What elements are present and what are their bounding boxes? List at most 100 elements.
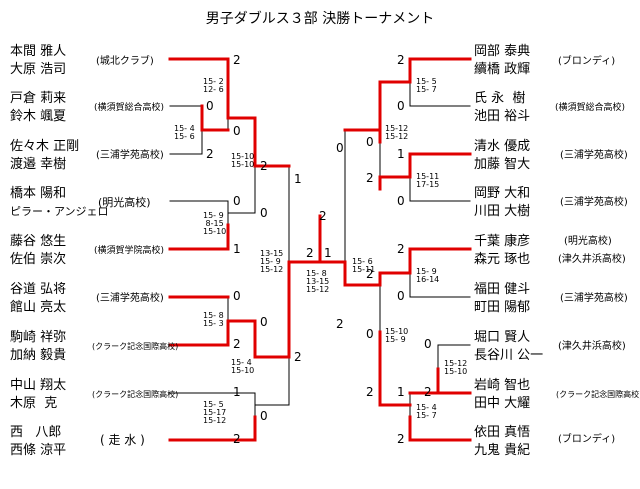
set-scores: 15- 4 15-10	[231, 358, 255, 375]
left-team-6-player-1: 谷道 弘将	[10, 282, 67, 297]
right-team-9-school: (ブロンディ)	[558, 434, 616, 445]
score: 1	[397, 147, 405, 161]
left-team-8-player-2: 木原 克	[10, 396, 58, 411]
set-scores: 13-15 15- 9 15-12	[260, 249, 284, 274]
score: 0	[206, 99, 214, 113]
score: 1	[233, 242, 241, 256]
score: 1	[324, 246, 332, 260]
right-team-6-player-1: 福田 健斗	[474, 282, 531, 297]
left-team-4-player-2: ピラー・アンジェロ	[10, 205, 109, 218]
right-team-8-player-2: 田中 大耀	[474, 396, 531, 411]
right-team-8-school: (クラーク記念国際高校)	[556, 390, 640, 399]
right-team-3-player-1: 清水 優成	[474, 139, 531, 154]
set-scores: 15- 4 15- 7	[416, 403, 437, 420]
score: 2	[366, 171, 374, 185]
left-team-7-school: (クラーク記念国際高校)	[92, 342, 179, 351]
set-scores: 15- 8 15- 3	[203, 311, 224, 328]
right-team-4-player-1: 岡野 大和	[474, 186, 531, 201]
score: 0	[233, 194, 241, 208]
score: 2	[260, 159, 268, 173]
score: 0	[233, 124, 241, 138]
score: 2	[397, 53, 405, 67]
left-team-1-player-2: 大原 浩司	[10, 62, 67, 77]
set-scores: 15-11 17-15	[416, 172, 440, 189]
score: 1	[294, 172, 302, 186]
right-team-5-player-1: 千葉 康彦	[474, 234, 531, 249]
score: 0	[397, 99, 405, 113]
set-scores: 15- 5 15- 7	[416, 77, 437, 94]
left-team-5-school: (横須賀学院高校)	[94, 246, 165, 256]
score: 2	[397, 432, 405, 446]
score: 2	[319, 209, 327, 223]
left-team-2-school: (横須賀総合高校)	[94, 103, 165, 113]
left-team-4-player-1: 橋本 陽和	[10, 186, 67, 201]
left-team-7-player-2: 加納 毅貴	[10, 348, 67, 363]
score: 0	[260, 409, 268, 423]
set-scores: 15- 5 15-17 15-12	[203, 400, 227, 425]
score: 2	[233, 337, 241, 351]
score: 2	[366, 385, 374, 399]
right-team-5-player-2: 森元 琢也	[474, 252, 531, 267]
score: 0	[397, 194, 405, 208]
set-scores: 15- 8 13-15 15-12	[306, 269, 330, 294]
right-team-4-school: (三浦学苑高校)	[560, 197, 628, 208]
score: 1	[233, 385, 241, 399]
left-team-3-player-2: 渡邉 幸樹	[10, 157, 67, 172]
set-scores: 15- 9 16-14	[416, 267, 440, 284]
right-team-4-player-2: 川田 大樹	[474, 204, 531, 219]
score: 0	[260, 206, 268, 220]
right-team-1-school: (ブロンディ)	[558, 56, 616, 67]
right-team-7-player-1: 堀口 賢人	[474, 330, 531, 345]
left-team-7-player-1: 駒崎 祥弥	[10, 330, 67, 345]
left-team-3-school: (三浦学苑高校)	[96, 150, 164, 161]
left-team-9-player-2: 西條 涼平	[10, 443, 67, 458]
right-team-5-school-1: (明光高校)	[564, 236, 612, 247]
score: 2	[366, 267, 374, 281]
set-scores: 15-10 15-10	[231, 152, 255, 169]
score: 2	[233, 432, 241, 446]
right-team-2-school: (横須賀総合高校)	[555, 103, 626, 113]
right-team-9-player-1: 依田 真悟	[474, 425, 531, 440]
score: 2	[294, 350, 302, 364]
score: 2	[206, 147, 214, 161]
left-team-1-school: (城北クラブ)	[96, 56, 154, 67]
score: 1	[397, 385, 405, 399]
set-scores: 15-12 15-12	[385, 124, 409, 141]
left-team-3-player-1: 佐々木 正剛	[10, 139, 80, 154]
score: 0	[366, 327, 374, 341]
right-team-9-player-2: 九鬼 貴紀	[474, 443, 531, 458]
page-title: 男子ダブルス３部 決勝トーナメント	[205, 11, 435, 27]
left-team-6-school: (三浦学苑高校)	[96, 293, 164, 304]
score: 2	[336, 317, 344, 331]
score: 2	[397, 242, 405, 256]
set-scores: 15- 2 12- 6	[203, 77, 224, 94]
left-team-8-school: (クラーク記念国際高校)	[92, 390, 179, 399]
set-scores: 15- 4 15- 6	[174, 124, 195, 141]
right-team-7-player-2: 長谷川 公一	[474, 348, 544, 363]
score: 0	[336, 141, 344, 155]
score: 2	[233, 53, 241, 67]
right-team-6-school: (三浦学苑高校)	[560, 293, 628, 304]
score: 0	[366, 135, 374, 149]
set-scores: 15-10 15- 9	[385, 327, 409, 344]
right-team-5-school-2: (津久井浜高校)	[558, 254, 626, 265]
left-team-2-player-1: 戸倉 莉来	[10, 91, 67, 106]
score: 2	[424, 385, 432, 399]
score: 0	[397, 289, 405, 303]
right-team-2-player-1: 氏 永 樹	[474, 91, 526, 106]
left-team-4-school: (明光高校)	[98, 196, 151, 209]
right-team-7-school: (津久井浜高校)	[558, 341, 626, 352]
right-team-3-player-2: 加藤 智大	[474, 157, 531, 172]
left-team-5-player-2: 佐伯 崇次	[10, 252, 67, 267]
score: 0	[424, 337, 432, 351]
score: 0	[233, 289, 241, 303]
score: 2	[306, 246, 314, 260]
left-team-9-school: ( 走 水 )	[100, 433, 145, 447]
left-team-1-player-1: 本間 雅人	[10, 44, 67, 59]
set-scores: 15-12 15-10	[444, 359, 468, 376]
right-team-3-school: (三浦学苑高校)	[560, 150, 628, 161]
right-team-1-player-1: 岡部 泰典	[474, 44, 531, 59]
set-scores: 15- 9 8-15 15-10	[203, 211, 227, 236]
